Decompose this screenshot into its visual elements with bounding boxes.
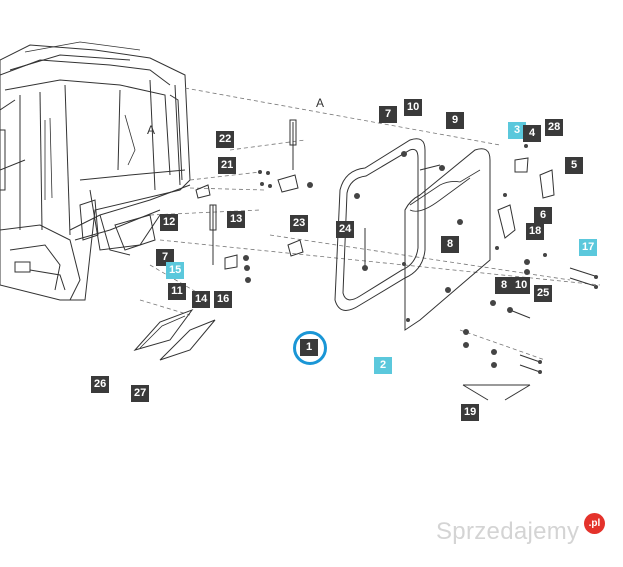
part-label-18[interactable]: 18 <box>526 223 545 240</box>
part-label-7-left[interactable]: 7 <box>156 249 174 266</box>
part-label-25[interactable]: 25 <box>534 285 553 302</box>
door-frame <box>334 138 441 311</box>
section-letter-a-top: A <box>316 96 325 110</box>
cab-frame <box>0 41 191 301</box>
part-label-9[interactable]: 9 <box>446 112 464 129</box>
section-letter-a-cab: A <box>147 123 156 137</box>
part-label-22[interactable]: 22 <box>216 131 235 148</box>
door-seals <box>133 308 216 361</box>
part-label-21[interactable]: 21 <box>218 157 237 174</box>
part-label-15[interactable]: 15 <box>166 262 185 279</box>
highlight-ring <box>293 331 327 365</box>
part-label-5[interactable]: 5 <box>565 157 583 174</box>
part-label-16[interactable]: 16 <box>214 291 233 308</box>
part-label-10-top[interactable]: 10 <box>404 99 423 116</box>
part-label-8-right[interactable]: 8 <box>441 236 459 253</box>
part-label-4[interactable]: 4 <box>523 125 541 142</box>
hardware <box>195 119 599 401</box>
watermark-badge: .pl <box>584 513 605 534</box>
washers <box>243 144 598 374</box>
part-label-11[interactable]: 11 <box>168 283 186 300</box>
part-label-28[interactable]: 28 <box>545 119 564 136</box>
part-label-3[interactable]: 3 <box>508 122 526 139</box>
part-label-13[interactable]: 13 <box>227 211 246 228</box>
part-label-24[interactable]: 24 <box>336 221 355 238</box>
part-label-8-lower[interactable]: 8 <box>495 277 513 294</box>
part-label-7-top[interactable]: 7 <box>379 106 397 123</box>
part-label-12[interactable]: 12 <box>160 214 179 231</box>
door-glass <box>404 148 491 331</box>
watermark-text: Sprzedajemy <box>436 518 580 545</box>
part-label-14[interactable]: 14 <box>192 291 211 308</box>
part-label-2[interactable]: 2 <box>374 357 392 374</box>
part-label-1[interactable]: 1 <box>300 339 318 356</box>
part-label-6[interactable]: 6 <box>534 207 552 224</box>
part-label-26[interactable]: 26 <box>91 376 110 393</box>
part-label-27[interactable]: 27 <box>131 385 150 402</box>
part-label-19[interactable]: 19 <box>461 404 480 421</box>
part-label-17[interactable]: 17 <box>579 239 598 256</box>
part-label-10-lower[interactable]: 10 <box>512 277 531 294</box>
part-label-23[interactable]: 23 <box>290 215 309 232</box>
